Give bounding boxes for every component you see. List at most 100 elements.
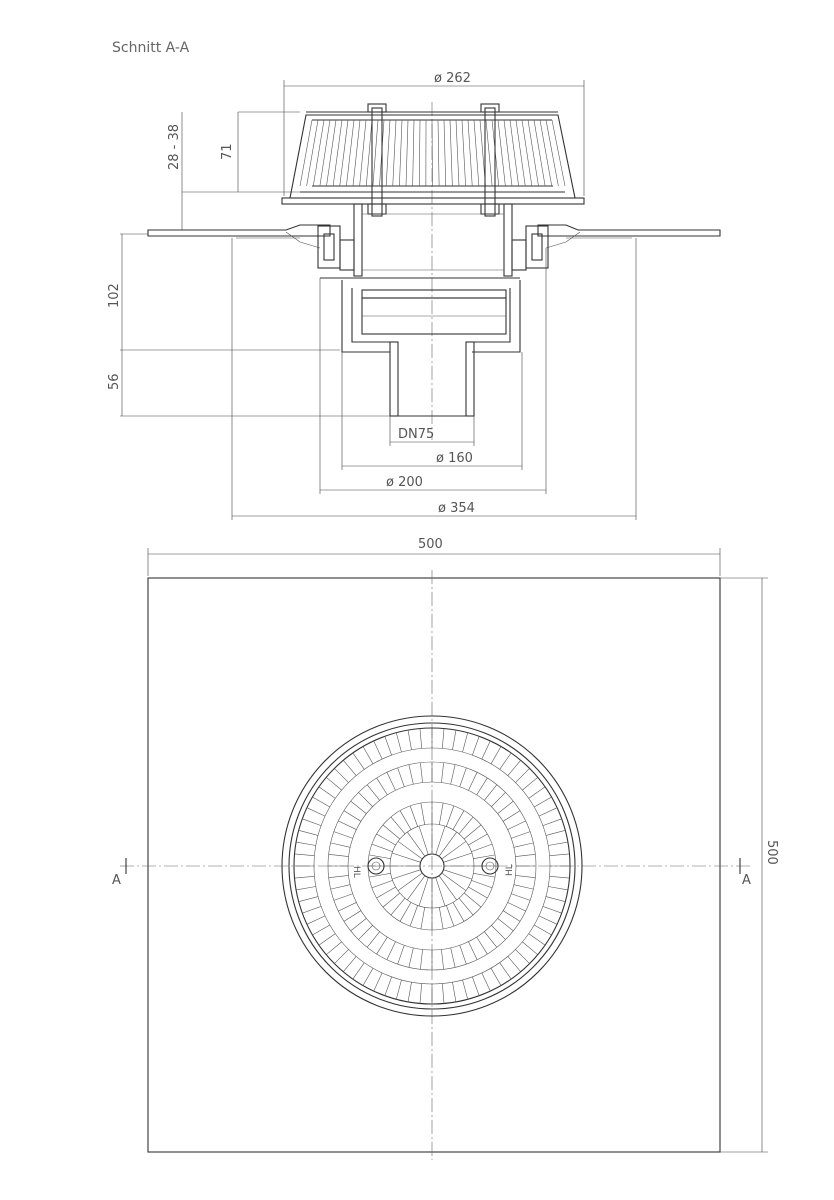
- hatch-line: [449, 119, 453, 187]
- hatch-line: [435, 825, 446, 855]
- drain-body: [320, 277, 521, 353]
- hatch-line: [438, 831, 457, 857]
- hatch-line: [376, 777, 388, 796]
- hatch-line: [373, 740, 383, 760]
- hatch-line: [431, 119, 433, 187]
- hatch-line: [365, 119, 373, 187]
- hatch-line: [511, 831, 531, 839]
- hatch-line: [296, 841, 316, 846]
- dim-h71: 71: [220, 143, 235, 160]
- upper-pipe: [353, 203, 513, 277]
- hatch-line: [534, 796, 552, 808]
- hatch-line: [463, 824, 482, 840]
- hatch-line: [446, 905, 455, 927]
- hatch-line: [343, 910, 362, 922]
- hatch-line: [507, 902, 526, 912]
- hatch-line: [418, 825, 429, 855]
- hatch-line: [420, 802, 426, 825]
- hatch-line: [391, 869, 421, 880]
- hatch-line: [333, 893, 353, 901]
- hatch-line: [332, 119, 343, 187]
- hatch-line: [298, 896, 319, 903]
- hatch-line: [373, 972, 383, 992]
- hatch-line: [481, 972, 491, 992]
- hatch-line: [471, 880, 493, 889]
- hatch-line: [343, 760, 357, 776]
- hatch-line: [499, 962, 512, 980]
- hatch-line: [376, 833, 396, 846]
- hatch-line: [334, 949, 349, 964]
- hatch-line: [408, 764, 414, 785]
- section-view: ø 262 71 28 - 38 102 56 DN75: [107, 71, 721, 520]
- hatch-line: [382, 892, 401, 908]
- hatch-line: [548, 841, 568, 846]
- hatch-line: [409, 805, 418, 827]
- hatch-line: [399, 119, 403, 187]
- hatch-line: [409, 905, 418, 927]
- hatch-line: [538, 807, 558, 817]
- clamping-flange: [317, 225, 549, 271]
- hatch-line: [443, 852, 473, 863]
- hatch-line: [534, 924, 552, 936]
- hatch-line: [420, 949, 423, 970]
- hatch-line: [522, 777, 538, 791]
- hatch-line: [507, 760, 521, 776]
- screw-icon: [367, 857, 385, 875]
- section-mark-left: A: [112, 873, 121, 888]
- hatch-line: [491, 792, 506, 807]
- hatch-line: [368, 872, 391, 878]
- hatch-line: [358, 925, 373, 940]
- hatch-line: [418, 877, 429, 907]
- hatch-line: [476, 936, 488, 955]
- hatch-line: [328, 875, 349, 878]
- hatch-line: [399, 902, 412, 922]
- hatch-line: [484, 931, 498, 948]
- hatch-line: [441, 949, 444, 970]
- hatch-line: [467, 119, 473, 187]
- hatch-line: [549, 875, 570, 879]
- dim-h56: 56: [107, 373, 122, 390]
- hatch-line: [515, 854, 536, 857]
- hatch-line: [319, 119, 331, 187]
- hatch-line: [419, 983, 423, 1004]
- hatch-line: [441, 762, 444, 783]
- hatch-line: [462, 979, 469, 1000]
- hatch-line: [458, 816, 474, 835]
- hatch-line: [452, 982, 457, 1002]
- hatch-line: [366, 931, 380, 948]
- hatch-line: [306, 915, 326, 925]
- hatch-line: [509, 119, 519, 187]
- hatch-line: [471, 843, 493, 852]
- hatch-line: [473, 872, 496, 878]
- hatch-line: [438, 802, 444, 825]
- hatch-line: [507, 820, 526, 830]
- hatch-line: [343, 810, 362, 822]
- dim-h500: 500: [764, 840, 779, 865]
- hatch-line: [542, 906, 562, 914]
- hatch-line: [302, 818, 322, 826]
- hatch-line: [468, 886, 488, 899]
- grate-mark-left: HL: [351, 866, 361, 878]
- hatch-line: [407, 730, 412, 750]
- hatch-line: [408, 947, 414, 968]
- hatch-line: [326, 941, 342, 955]
- hatch-line: [485, 119, 493, 187]
- hatch-line: [468, 941, 478, 960]
- hatch-line: [503, 119, 513, 187]
- hatch-line: [513, 884, 534, 890]
- hatch-line: [549, 853, 570, 857]
- hatch-line: [435, 877, 446, 907]
- hatch-line: [334, 768, 349, 783]
- hatch-line: [352, 962, 365, 980]
- hatch-line: [397, 841, 423, 860]
- hatch-line: [502, 810, 521, 822]
- hatch-line: [545, 119, 559, 187]
- hatch-line: [497, 119, 506, 187]
- dim-d160: ø 160: [436, 451, 473, 466]
- hatch-line: [441, 983, 445, 1004]
- hatch-line: [362, 968, 374, 986]
- hatch-line: [390, 816, 406, 835]
- hatch-line: [513, 842, 534, 848]
- hatch-line: [306, 807, 326, 817]
- hatch-line: [491, 925, 506, 940]
